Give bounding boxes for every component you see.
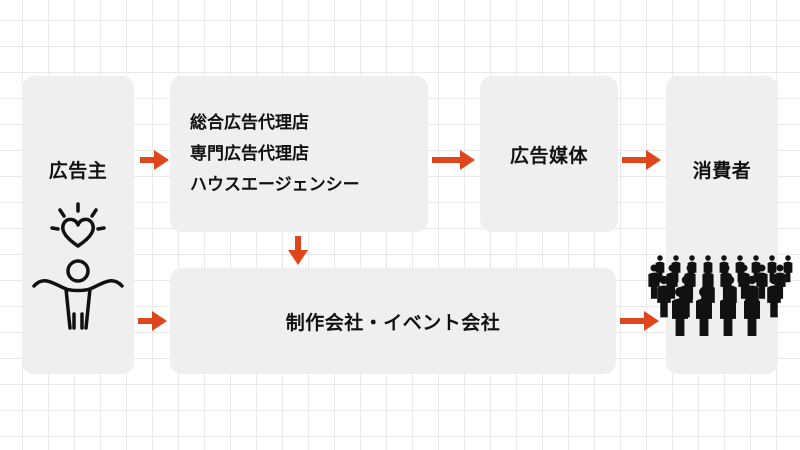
agency-lines: 総合広告代理店 専門広告代理店 ハウスエージェンシー: [170, 108, 360, 201]
agency-box: 総合広告代理店 専門広告代理店 ハウスエージェンシー: [170, 76, 428, 232]
media-box: 広告媒体: [480, 76, 618, 232]
advertiser-label: 広告主: [48, 160, 108, 182]
consumer-box: 消費者: [666, 76, 778, 374]
arrow-agency-to-production: [288, 236, 308, 265]
crowd-icon: [648, 255, 793, 336]
arrow-agency-to-media: [432, 150, 475, 170]
agency-line-house: ハウスエージェンシー: [190, 174, 360, 195]
production-box: 制作会社・イベント会社: [170, 268, 616, 374]
arrow-media-to-consumer: [622, 150, 661, 170]
person-with-heart-icon: [32, 202, 124, 330]
arrow-production-to-consumer: [620, 311, 659, 331]
arrow-advertiser-to-agency: [140, 150, 169, 170]
media-label: 広告媒体: [509, 144, 588, 167]
consumer-label: 消費者: [692, 160, 752, 182]
agency-line-specialist: 専門広告代理店: [190, 143, 309, 164]
production-label: 制作会社・イベント会社: [285, 311, 501, 334]
agency-line-general: 総合広告代理店: [190, 112, 309, 133]
arrow-advertiser-to-production: [138, 311, 167, 331]
